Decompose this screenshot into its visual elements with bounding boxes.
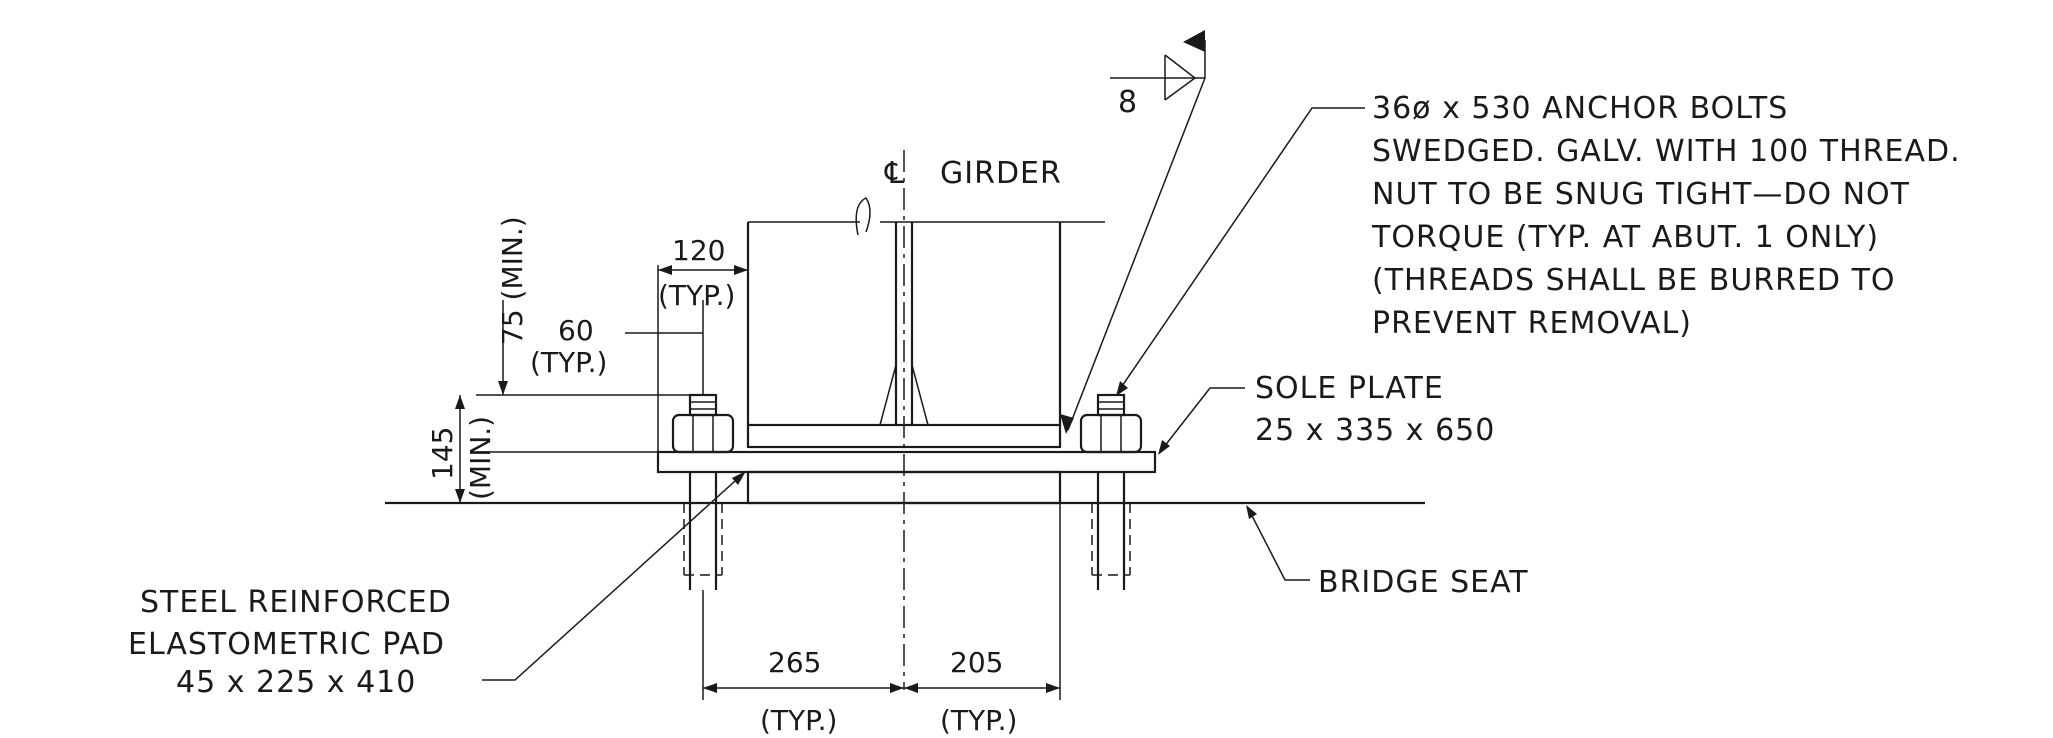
svg-text:PREVENT REMOVAL): PREVENT REMOVAL) [1372, 306, 1692, 341]
dim-145-label: 145 [426, 427, 459, 480]
svg-text:SWEDGED. GALV. WITH 100 THREAD: SWEDGED. GALV. WITH 100 THREAD. [1372, 134, 1961, 169]
left-anchor-bolt [671, 393, 735, 590]
sole-plate [656, 450, 1157, 474]
dim-75-label: 75 (MIN.) [496, 216, 529, 345]
sole-plate-leader [1158, 387, 1245, 455]
centerline-symbol: ℄ [884, 156, 905, 191]
anchor-bolt-note: 36ø x 530 ANCHOR BOLTS SWEDGED. GALV. WI… [1371, 91, 1961, 341]
right-anchor-bolt [1079, 393, 1143, 590]
dim-205-label: 205 [950, 646, 1003, 679]
dim-120-label: 120 [672, 234, 725, 267]
dim-60-label: 60 [558, 314, 594, 347]
svg-text:SOLE PLATE: SOLE PLATE [1255, 371, 1444, 406]
dim-265-label: 265 [768, 646, 821, 679]
svg-text:NUT TO BE SNUG TIGHT—DO NOT: NUT TO BE SNUG TIGHT—DO NOT [1372, 177, 1910, 212]
svg-text:STEEL REINFORCED: STEEL REINFORCED [140, 585, 452, 620]
bridge-seat-leader [1246, 505, 1310, 581]
svg-text:45 x 225 x 410: 45 x 225 x 410 [176, 665, 416, 700]
svg-text:36ø x 530 ANCHOR BOLTS: 36ø x 530 ANCHOR BOLTS [1372, 91, 1788, 126]
girder-outline [746, 197, 1105, 449]
pad-note: STEEL REINFORCED ELASTOMETRIC PAD 45 x 2… [128, 585, 452, 700]
dim-265-205-lines [702, 503, 1061, 700]
dim-145-lines [455, 395, 465, 503]
anchor-bolt-leader [1116, 107, 1365, 396]
svg-text:25 x 335 x 650: 25 x 335 x 650 [1255, 413, 1495, 448]
girder-label: GIRDER [940, 156, 1062, 191]
pad-leader [482, 471, 746, 681]
svg-text:ELASTOMETRIC PAD: ELASTOMETRIC PAD [128, 627, 445, 662]
dim-120-lines [657, 265, 749, 452]
svg-text:(THREADS SHALL BE BURRED TO: (THREADS SHALL BE BURRED TO [1372, 263, 1896, 298]
svg-text:TORQUE (TYP. AT ABUT. 1 ONLY): TORQUE (TYP. AT ABUT. 1 ONLY) [1371, 220, 1879, 255]
dim-145-min-label: (MIN.) [464, 416, 497, 500]
weld-size-label: 8 [1118, 85, 1138, 120]
bridge-seat-note: BRIDGE SEAT [1318, 565, 1529, 600]
weld-symbol [1060, 30, 1206, 434]
sole-plate-note: SOLE PLATE 25 x 335 x 650 [1255, 371, 1495, 448]
dim-60-typ-label: (TYP.) [530, 346, 607, 379]
dim-265-typ-label: (TYP.) [760, 704, 837, 737]
dim-205-typ-label: (TYP.) [940, 704, 1017, 737]
elastomeric-pad [746, 470, 1062, 505]
dim-75-lines [476, 300, 690, 453]
dim-120-typ-label: (TYP.) [658, 279, 735, 312]
